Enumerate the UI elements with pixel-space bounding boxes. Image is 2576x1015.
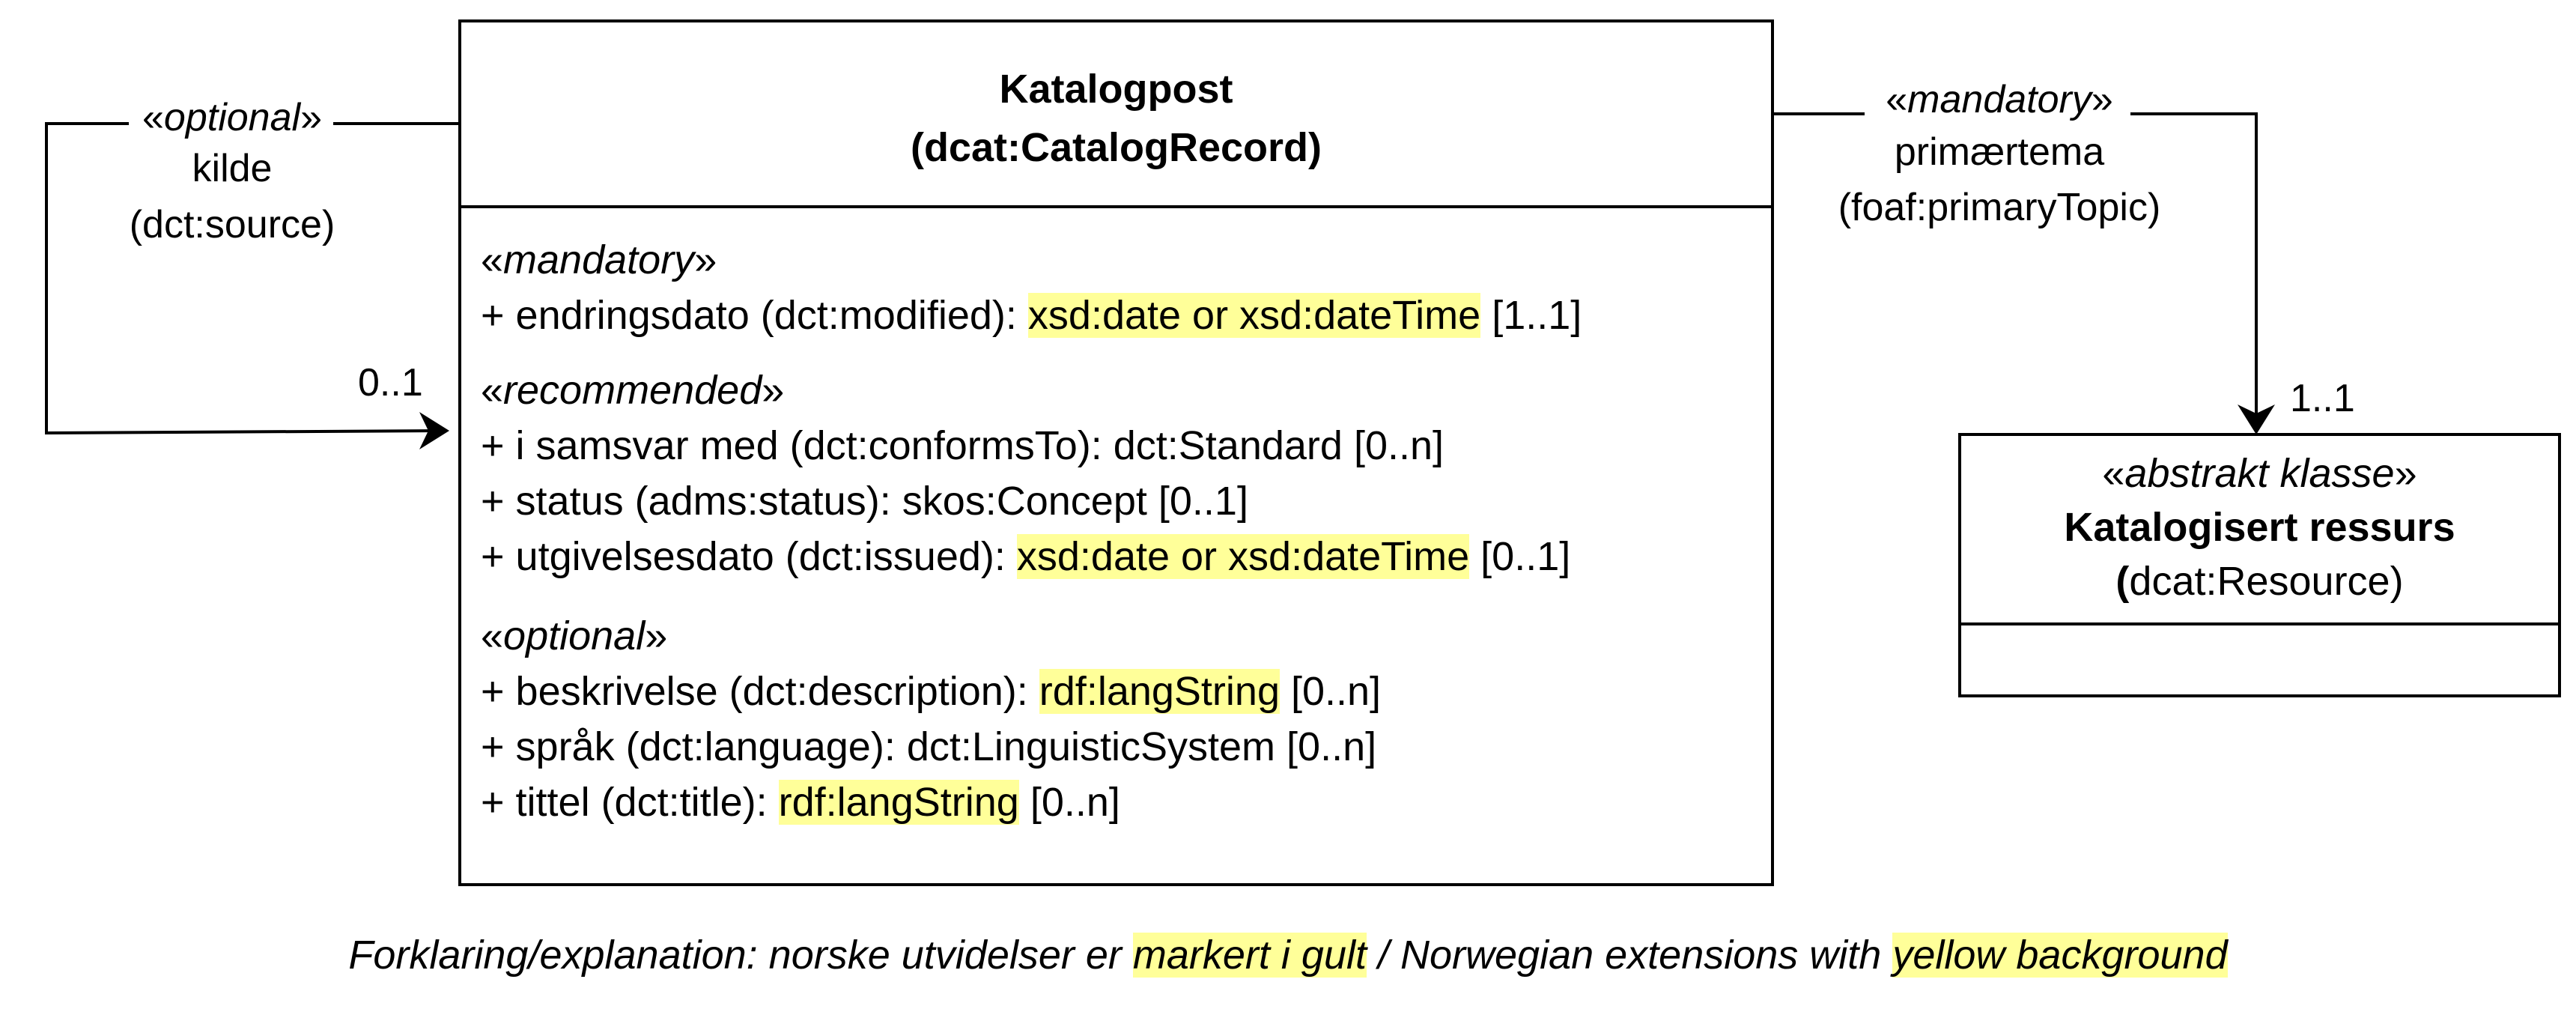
source-association-line-left	[45, 122, 443, 435]
resource-subtitle: (dcat:Resource)	[2115, 559, 2404, 604]
source-stereotype: «optional»	[142, 96, 322, 139]
catalog-record-class: Katalogpost (dcat:CatalogRecord) «mandat…	[458, 19, 1774, 886]
attribute-row: + endringsdato (dct:modified): xsd:date …	[481, 293, 1582, 338]
resource-title: Katalogisert ressurs	[2064, 505, 2455, 550]
primary-topic-multiplicity: 1..1	[2290, 377, 2355, 420]
catalog-record-header: Katalogpost (dcat:CatalogRecord)	[461, 22, 1771, 208]
source-name: kilde	[192, 147, 273, 190]
attr-group-mandatory: «mandatory» + endringsdato (dct:modified…	[481, 232, 1771, 343]
primary-topic-arrowhead	[2238, 405, 2275, 434]
group-stereotype: «optional»	[481, 613, 668, 658]
primary-topic-property: (foaf:primaryTopic)	[1838, 186, 2161, 229]
primary-topic-line-right	[2130, 112, 2258, 427]
group-stereotype: «recommended»	[481, 368, 785, 413]
source-property: (dct:source)	[129, 203, 335, 246]
attr-group-optional: «optional» + beskrivelse (dct:descriptio…	[481, 608, 1771, 830]
attribute-row: + i samsvar med (dct:conformsTo): dct:St…	[481, 423, 1445, 468]
legend: Forklaring/explanation: norske utvidelse…	[348, 933, 2228, 978]
attribute-row: + språk (dct:language): dct:LinguisticSy…	[481, 724, 1377, 769]
catalog-record-subtitle: (dcat:CatalogRecord)	[910, 125, 1322, 170]
attribute-row: + utgivelsesdato (dct:issued): xsd:date …	[481, 534, 1571, 579]
attr-group-recommended: «recommended» + i samsvar med (dct:confo…	[481, 363, 1771, 584]
catalog-record-title: Katalogpost	[999, 67, 1233, 112]
primary-topic-stereotype: «mandatory»	[1886, 78, 2113, 121]
source-arrowhead	[419, 412, 449, 449]
resource-header: «abstrakt klasse» Katalogisert ressurs (…	[1961, 436, 2558, 625]
primary-topic-name: primærtema	[1894, 130, 2105, 174]
source-multiplicity: 0..1	[358, 361, 423, 405]
attribute-row: + status (adms:status): skos:Concept [0.…	[481, 479, 1248, 524]
resource-class: «abstrakt klasse» Katalogisert ressurs (…	[1958, 433, 2561, 697]
attribute-row: + beskrivelse (dct:description): rdf:lan…	[481, 669, 1382, 714]
group-stereotype: «mandatory»	[481, 237, 717, 282]
attribute-row: + tittel (dct:title): rdf:langString [0.…	[481, 780, 1120, 825]
resource-stereotype: «abstrakt klasse»	[2102, 451, 2417, 496]
catalog-record-attributes: «mandatory» + endringsdato (dct:modified…	[461, 208, 1771, 830]
